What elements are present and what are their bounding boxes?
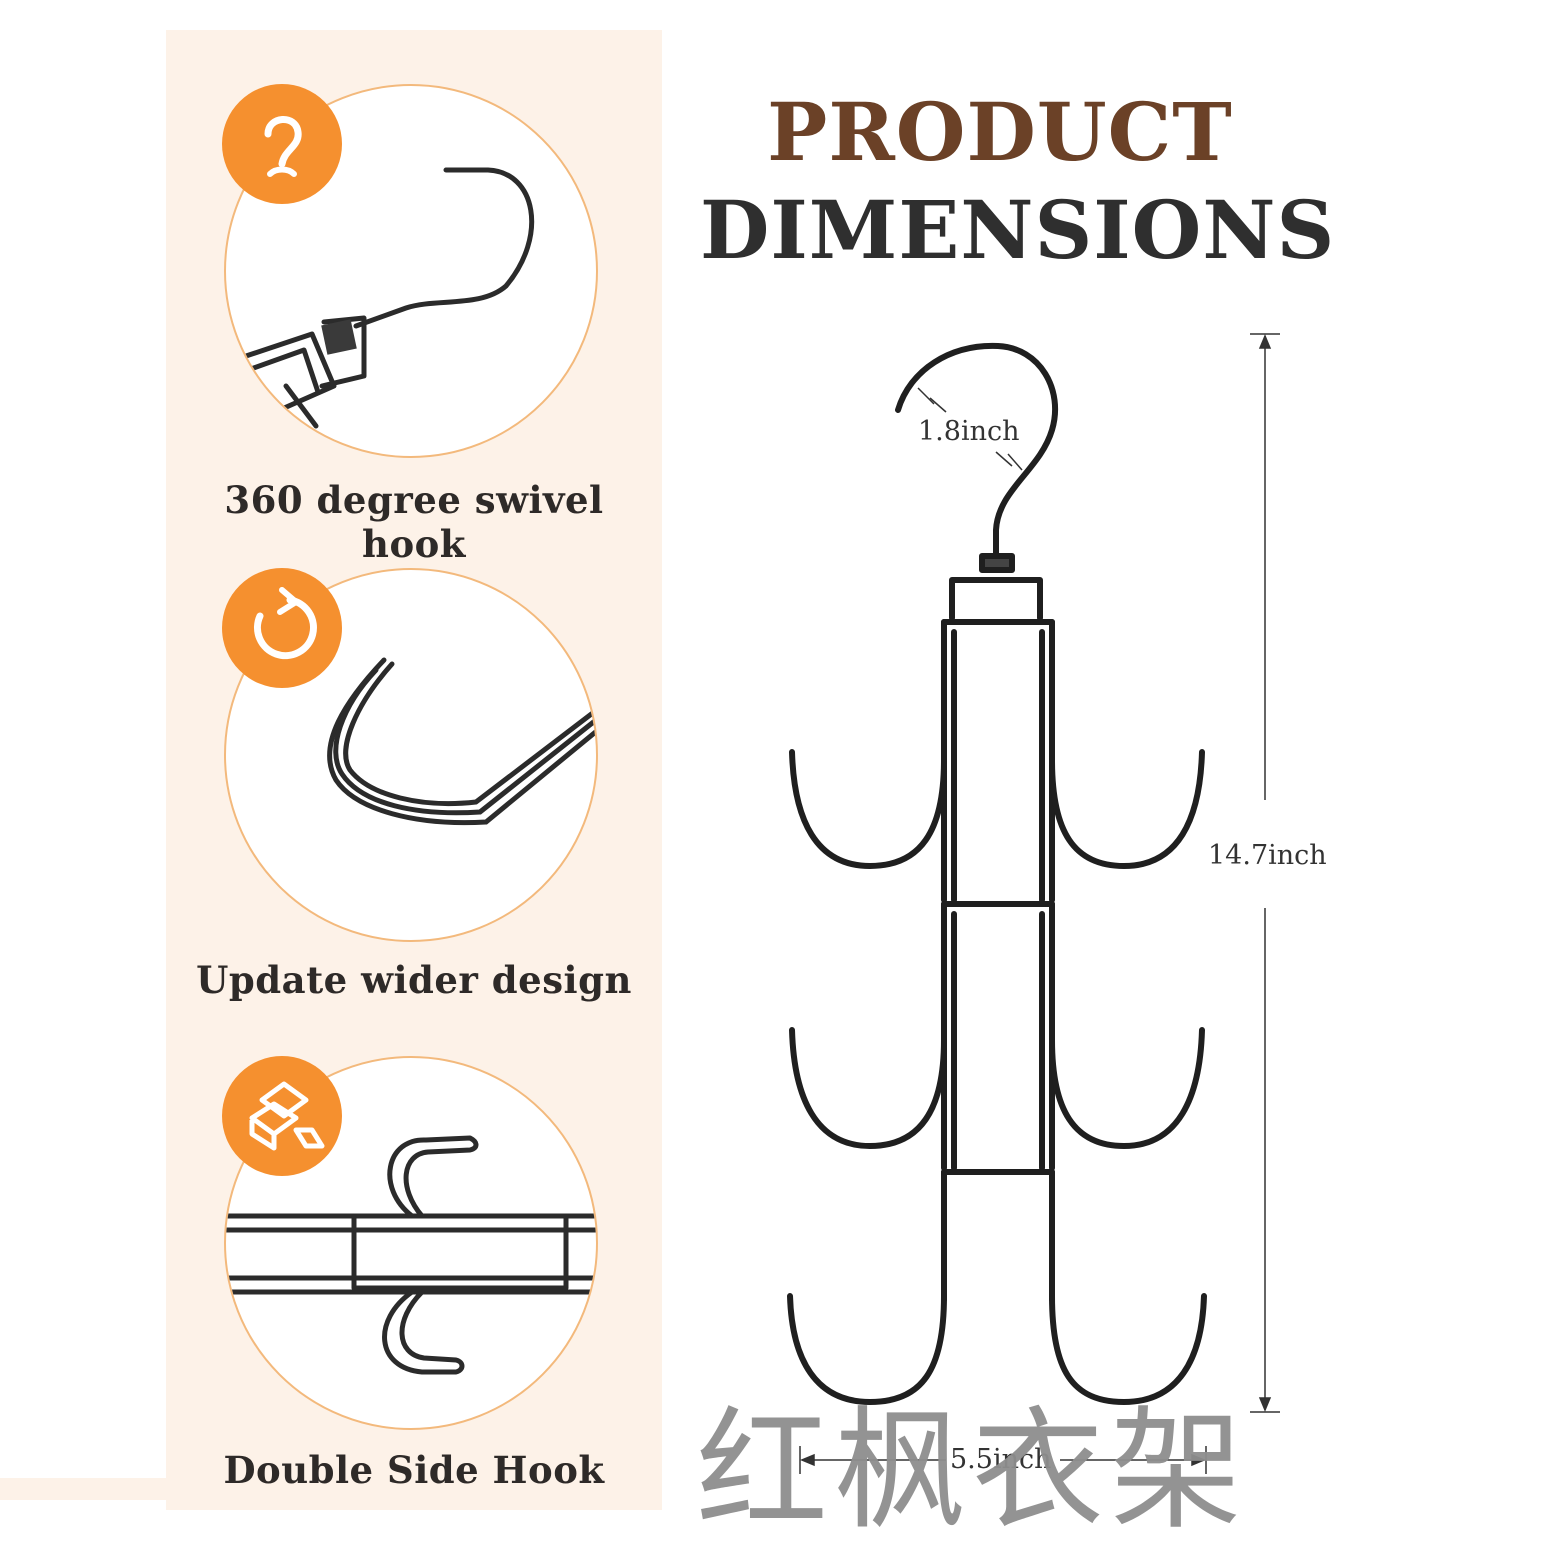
panel-strip <box>0 1478 166 1500</box>
feature-caption-double: Double Side Hook <box>223 1448 605 1492</box>
watermark-text: 红枫衣架 <box>696 1394 1248 1548</box>
rotate-badge <box>222 568 342 688</box>
feature-caption-swivel: 360 degree swivel hook <box>224 478 604 566</box>
title-dimensions: DIMENSIONS <box>700 183 1336 277</box>
question-hook-badge <box>222 84 342 204</box>
hook-width-label: 1.8inch <box>918 416 1020 447</box>
title-product: PRODUCT <box>767 85 1233 179</box>
width-label: 5.5inch <box>950 1444 1052 1475</box>
gold-bars-badge <box>222 1056 342 1176</box>
question-hook-icon <box>264 116 302 177</box>
rotate-arrow-icon <box>253 587 317 660</box>
gold-bars-icon <box>249 1081 325 1151</box>
height-label: 14.7inch <box>1208 840 1327 871</box>
feature-caption-wider: Update wider design <box>196 958 632 1002</box>
